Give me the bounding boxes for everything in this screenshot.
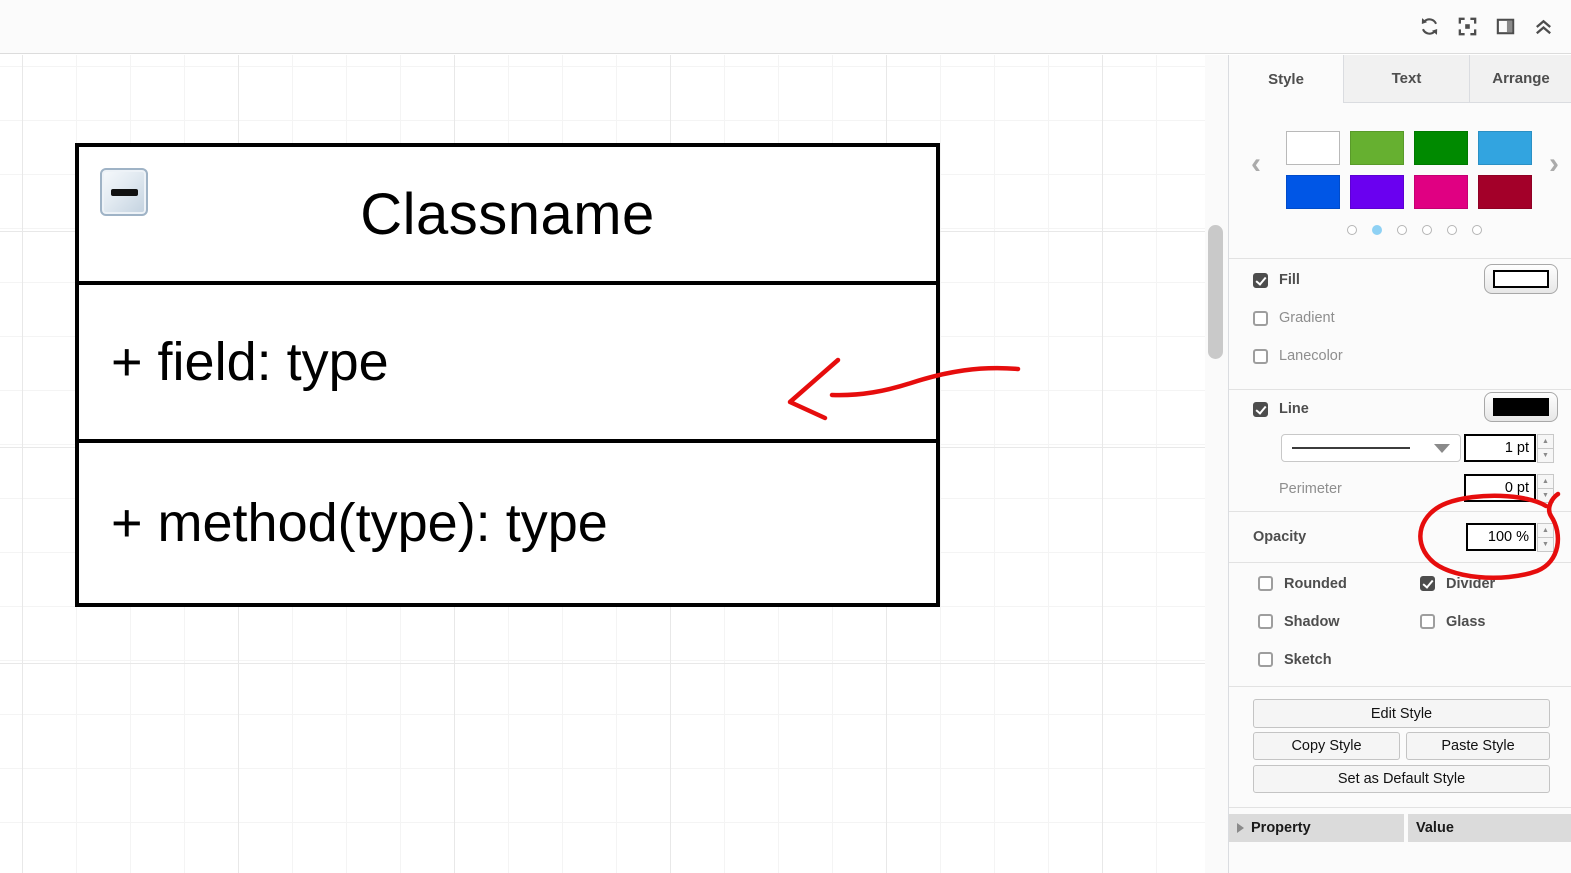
fill-color-button[interactable] [1484, 264, 1558, 294]
line-style-dropdown[interactable] [1281, 434, 1461, 462]
perimeter-input[interactable] [1464, 474, 1536, 502]
style-swatch[interactable] [1414, 131, 1468, 165]
uml-class-shape[interactable]: Classname + field: type + method(type): … [75, 143, 940, 607]
paste-style-button[interactable]: Paste Style [1406, 732, 1550, 760]
diagram-canvas[interactable]: Classname + field: type + method(type): … [0, 55, 1205, 873]
format-panel: Style Text Arrange ‹ › Fill Gradient L [1228, 55, 1571, 873]
edit-style-button[interactable]: Edit Style [1253, 699, 1550, 728]
top-toolbar [0, 0, 1571, 54]
perimeter-label: Perimeter [1279, 481, 1342, 497]
fit-page-icon[interactable] [1455, 15, 1479, 39]
set-default-style-button[interactable]: Set as Default Style [1253, 765, 1550, 793]
divider [1229, 511, 1571, 512]
page-dot[interactable] [1447, 225, 1457, 235]
stepper-up-icon[interactable]: ▲ [1537, 523, 1554, 538]
scrollbar-thumb[interactable] [1208, 225, 1223, 359]
line-color-button[interactable] [1484, 392, 1558, 422]
property-table-header: Property Value [1229, 814, 1571, 842]
expander-icon[interactable] [1237, 823, 1244, 833]
lanecolor-label: Lanecolor [1279, 348, 1343, 364]
sketch-label: Sketch [1284, 651, 1332, 668]
style-toggles: Rounded Divider Shadow Glass Sketch [1258, 575, 1495, 668]
value-column-header: Value [1408, 814, 1571, 842]
class-title-row[interactable]: Classname [79, 147, 936, 285]
chevron-down-icon [1434, 443, 1450, 453]
copy-style-button[interactable]: Copy Style [1253, 732, 1400, 760]
divider [1229, 807, 1571, 808]
swatch-next-icon[interactable]: › [1549, 147, 1559, 180]
glass-label: Glass [1446, 613, 1486, 630]
opacity-label: Opacity [1253, 529, 1307, 545]
property-column-header: Property [1229, 814, 1404, 842]
line-width-stepper: ▲ ▼ [1537, 434, 1554, 463]
minus-icon [110, 188, 138, 196]
style-swatch[interactable] [1478, 175, 1532, 209]
tab-style[interactable]: Style [1229, 55, 1343, 103]
stepper-down-icon[interactable]: ▼ [1537, 489, 1554, 503]
style-swatch[interactable] [1414, 175, 1468, 209]
line-width-input[interactable] [1464, 434, 1536, 462]
stepper-up-icon[interactable]: ▲ [1537, 474, 1554, 489]
style-swatch-grid [1286, 131, 1532, 209]
fill-checkbox[interactable] [1253, 272, 1268, 288]
class-method-text: + method(type): type [111, 493, 608, 553]
stepper-up-icon[interactable]: ▲ [1537, 434, 1554, 449]
property-header-label: Property [1251, 820, 1311, 836]
perimeter-stepper: ▲ ▼ [1537, 474, 1554, 503]
tab-arrange[interactable]: Arrange [1469, 55, 1571, 103]
glass-checkbox[interactable] [1420, 614, 1435, 629]
style-swatch[interactable] [1286, 131, 1340, 165]
collapse-panel-icon[interactable] [1531, 15, 1555, 39]
value-header-label: Value [1416, 820, 1454, 836]
page-dot[interactable] [1422, 225, 1432, 235]
class-field-text: + field: type [111, 332, 389, 392]
format-panel-icon[interactable] [1493, 15, 1517, 39]
line-checkbox[interactable] [1253, 401, 1268, 417]
fill-color-swatch [1493, 270, 1549, 288]
gradient-checkbox[interactable] [1253, 310, 1268, 326]
refresh-icon[interactable] [1417, 15, 1441, 39]
opacity-stepper: ▲ ▼ [1537, 523, 1554, 552]
page-dot[interactable] [1347, 225, 1357, 235]
style-swatch[interactable] [1286, 175, 1340, 209]
shadow-checkbox[interactable] [1258, 614, 1273, 629]
swatch-prev-icon[interactable]: ‹ [1251, 147, 1261, 180]
line-label: Line [1279, 401, 1309, 417]
tab-text[interactable]: Text [1343, 55, 1469, 103]
rounded-label: Rounded [1284, 575, 1347, 592]
lanecolor-checkbox[interactable] [1253, 348, 1268, 364]
divider [1229, 258, 1571, 259]
opacity-input[interactable] [1466, 523, 1536, 551]
sketch-checkbox[interactable] [1258, 652, 1273, 667]
style-swatch[interactable] [1350, 175, 1404, 209]
line-color-swatch [1493, 398, 1549, 416]
swatch-page-dots [1347, 225, 1482, 235]
page-dot[interactable] [1397, 225, 1407, 235]
vertical-scrollbar[interactable] [1205, 55, 1228, 873]
rounded-checkbox[interactable] [1258, 576, 1273, 591]
shadow-label: Shadow [1284, 613, 1340, 630]
divider [1229, 686, 1571, 687]
divider [1229, 389, 1571, 390]
style-swatch[interactable] [1350, 131, 1404, 165]
panel-tabs: Style Text Arrange [1229, 55, 1571, 103]
page-dot[interactable] [1472, 225, 1482, 235]
class-name: Classname [360, 181, 655, 247]
collapse-shape-button[interactable] [100, 168, 148, 216]
stepper-down-icon[interactable]: ▼ [1537, 538, 1554, 552]
page-dot-active[interactable] [1372, 225, 1382, 235]
class-field-row[interactable]: + field: type [79, 285, 936, 443]
line-style-preview [1292, 447, 1410, 449]
fill-label: Fill [1279, 272, 1300, 288]
divider [1229, 562, 1571, 563]
style-swatch[interactable] [1478, 131, 1532, 165]
divider-checkbox[interactable] [1420, 576, 1435, 591]
class-method-row[interactable]: + method(type): type [79, 443, 936, 603]
divider-label: Divider [1446, 575, 1496, 592]
gradient-label: Gradient [1279, 310, 1335, 326]
stepper-down-icon[interactable]: ▼ [1537, 449, 1554, 463]
